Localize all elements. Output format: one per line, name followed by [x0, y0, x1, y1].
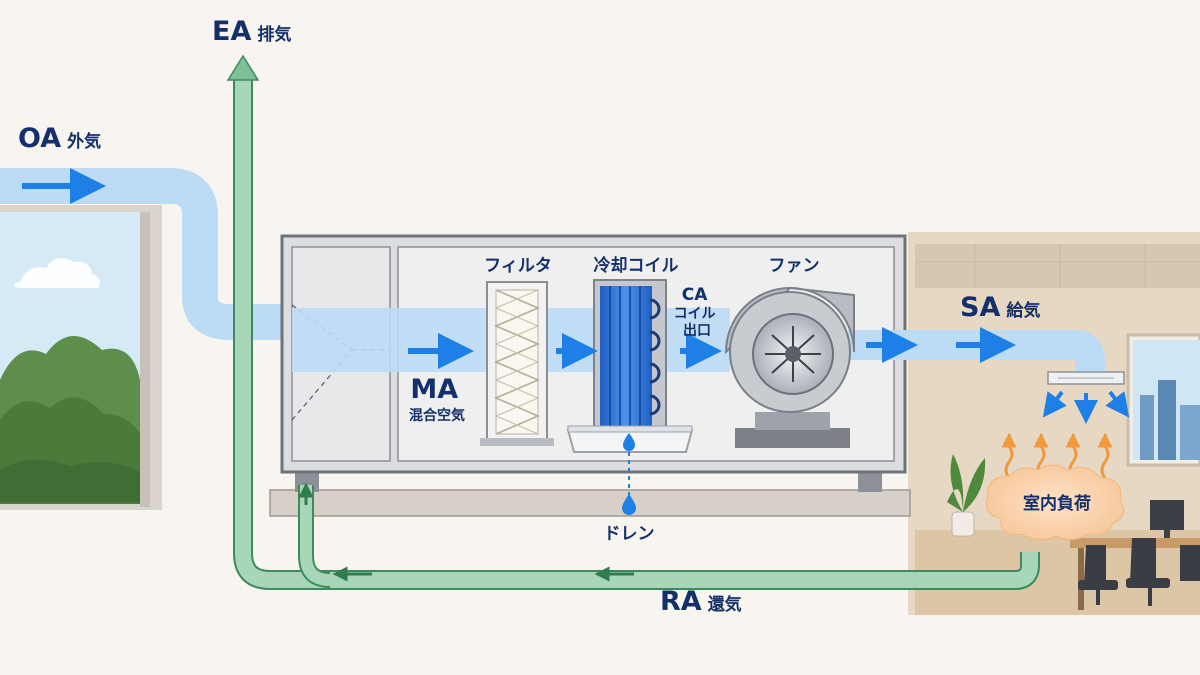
diffuser-flow-arrows — [1042, 390, 1130, 424]
drain-label: ドレン — [604, 524, 655, 544]
ahu-base — [269, 470, 911, 517]
load-label: 室内負荷 — [1023, 493, 1091, 514]
oa-duct — [0, 168, 290, 340]
ca-label: CA コイル 出口 — [674, 285, 721, 339]
ma-label: MA 混合空気 — [409, 374, 465, 424]
filter-label: フィルタ — [484, 256, 552, 276]
indoor-room — [908, 232, 1200, 615]
centrifugal-fan-icon — [724, 286, 855, 448]
sa-duct — [855, 330, 1105, 375]
pleated-filter-icon — [480, 281, 554, 446]
fan-label: ファン — [769, 256, 820, 276]
coil-label: 冷却コイル — [594, 255, 679, 276]
ceiling-diffuser-icon — [1047, 371, 1125, 385]
outdoor-window — [0, 205, 162, 510]
cooling-coil-icon — [593, 279, 667, 433]
water-drop-icon — [622, 433, 636, 515]
heat-load-cloud — [986, 464, 1125, 540]
supply-flow-arrows — [22, 168, 1016, 369]
return-exhaust-path — [226, 54, 1040, 590]
